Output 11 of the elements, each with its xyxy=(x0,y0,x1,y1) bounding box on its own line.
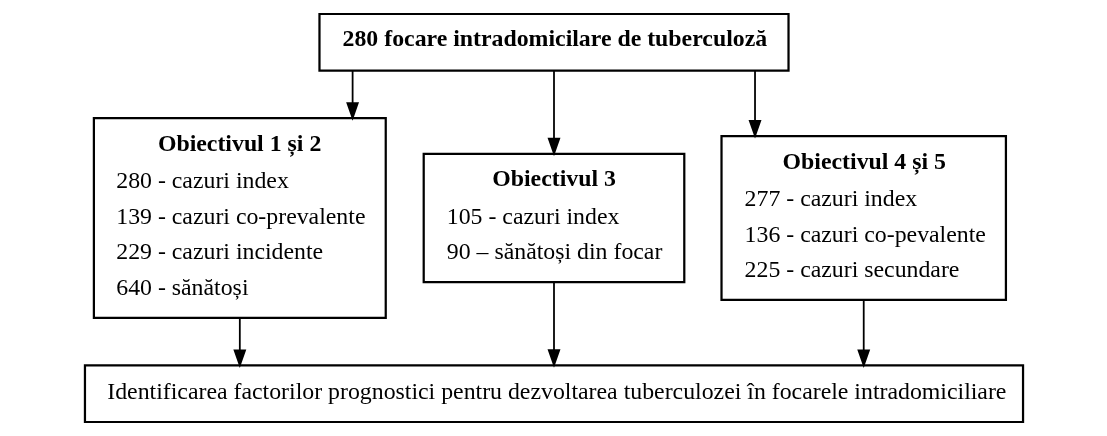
node-box: Obiectivul 1 și 2 280 - cazuri index 139 - cazuri co-prevalente 229 - cazuri incidente 640 - sănătoși xyxy=(92,117,387,319)
node-box: Obiectivul 3 105 - cazuri index 90 – sănătoși din focar xyxy=(422,152,685,284)
arrow xyxy=(345,70,359,121)
arrow xyxy=(748,70,761,139)
node-box: 280 focare intradomicilare de tuberculoză xyxy=(317,12,790,72)
node-box: Identificarea factorilor prognostici pentru dezvoltarea tuberculozei în focarele intradomiciliare xyxy=(83,364,1024,424)
arrow xyxy=(856,299,870,369)
arrow xyxy=(547,70,560,157)
node-box: Obiectivul 4 și 5 277 - cazuri index 136 - cazuri co-pevalente 225 - cazuri secundare xyxy=(719,135,1007,301)
arrow xyxy=(232,317,246,368)
arrow xyxy=(547,281,560,368)
